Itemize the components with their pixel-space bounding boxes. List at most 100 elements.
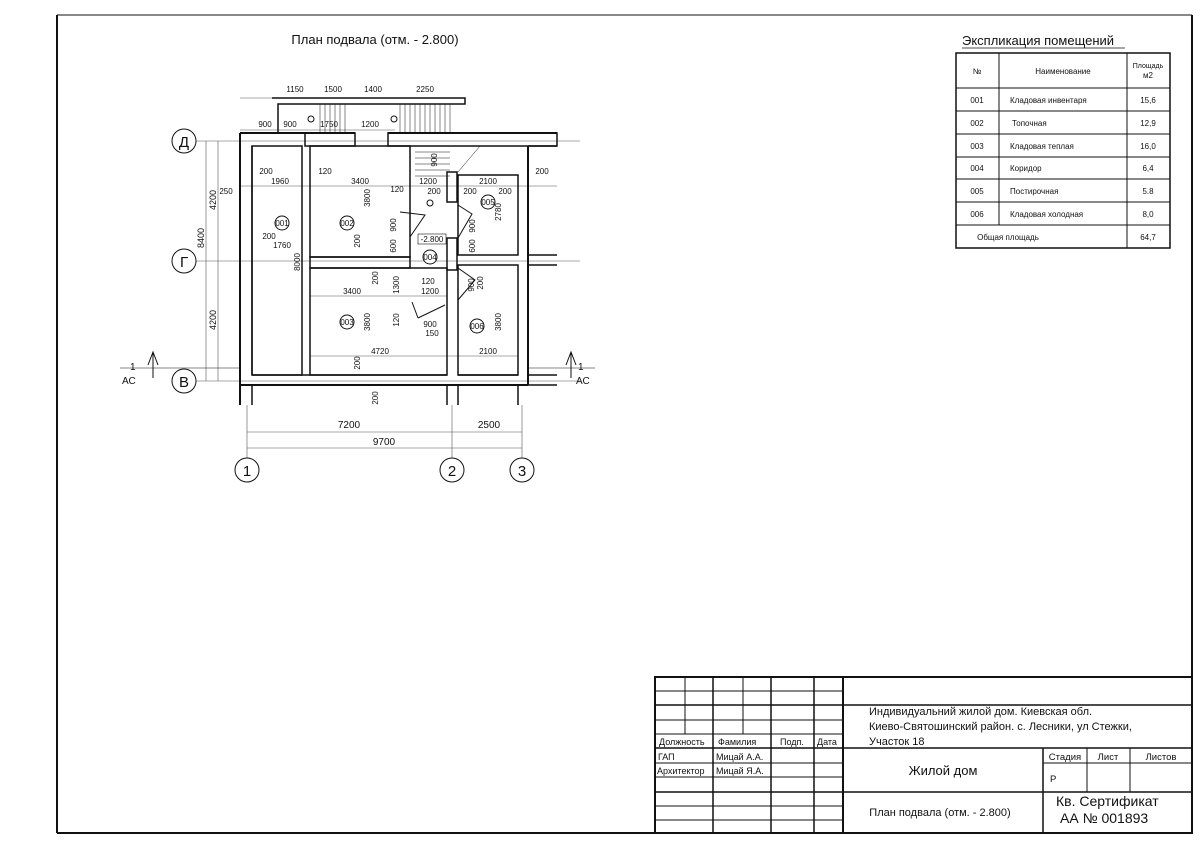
label: 15,6 (1140, 96, 1156, 105)
label: 8400 (196, 228, 206, 248)
section-mark-left: 1 АС (122, 362, 136, 387)
label: 16,0 (1140, 142, 1156, 151)
label: 900 (389, 218, 398, 232)
label: 1760 (273, 241, 291, 250)
label: 120 (392, 313, 401, 327)
drawing-stroke (457, 267, 476, 301)
label: 006 (970, 210, 984, 219)
label: 900 (468, 219, 477, 233)
drawing-stroke (171, 128, 197, 154)
drawing-stroke (399, 211, 426, 238)
label: 250 (219, 187, 233, 196)
label: 1960 (271, 177, 289, 186)
label: 200 (427, 187, 441, 196)
label: 8000 (293, 253, 302, 271)
label: 1500 (324, 85, 342, 94)
room-005-outline (457, 174, 519, 256)
label: 900 (283, 120, 297, 129)
label: 200 (353, 234, 362, 248)
label: 4200 (208, 190, 218, 210)
drawing-stroke (654, 676, 1193, 834)
table-row: 005 Постирочная 5.8 (970, 187, 1154, 196)
room-tag: 006 (469, 318, 485, 334)
drawing-stroke (171, 368, 197, 394)
label: 200 (262, 232, 276, 241)
label: 2500 (478, 420, 501, 431)
axis-marker-row: В (171, 368, 197, 394)
label: 3800 (494, 313, 503, 331)
drawing-stroke (307, 115, 315, 123)
label: 900 (467, 278, 476, 292)
room-tag: 004 (422, 249, 438, 265)
label: 3400 (343, 287, 361, 296)
label: 002 (340, 219, 354, 228)
label: 200 (371, 391, 380, 405)
label: 900 (430, 153, 439, 167)
label: Д (179, 134, 189, 151)
label: Архитектор (657, 766, 705, 776)
label: 900 (258, 120, 272, 129)
label: 2 (448, 463, 456, 480)
label: Стадия (1049, 752, 1081, 763)
axis-markers: Д Г В 1 2 3 (171, 128, 535, 483)
project-address: Индивидуальний жилой дом. Киевская обл. (869, 706, 1092, 718)
axis-marker-col: 1 (234, 457, 260, 483)
label: м2 (1143, 71, 1154, 80)
label: 1300 (392, 276, 401, 294)
label: 001 (970, 96, 984, 105)
drawing-stroke (272, 97, 466, 133)
label: 004 (970, 164, 984, 173)
label: Мицай А.А. (716, 752, 763, 762)
label: Лист (1098, 752, 1119, 763)
plan-title: План подвала (отм. - 2.800) (291, 32, 458, 47)
label: 200 (535, 167, 549, 176)
label: 600 (389, 239, 398, 253)
label: Кладовая теплая (1010, 142, 1074, 151)
drawing-stroke (411, 301, 446, 319)
drawing-stroke (457, 145, 481, 173)
room-tag: 005 (480, 194, 496, 210)
label: Участок 18 (869, 736, 924, 748)
drawing-stroke (196, 97, 580, 458)
drawing-stroke (422, 249, 438, 265)
label: Кладовая холодная (1010, 210, 1083, 219)
table-row: 002 Топочная 12,9 (970, 119, 1156, 128)
label: 2100 (479, 347, 497, 356)
dimension-labels: 1150 1500 1400 2250 900 900 1750 1200 19… (196, 85, 549, 448)
room-tags: 001 002 003 004 005 006 -2.800 (274, 194, 496, 334)
drawing-stroke (426, 199, 434, 207)
label: Общая площадь (977, 233, 1039, 242)
label: 1400 (364, 85, 382, 94)
label: Топочная (1012, 119, 1047, 128)
label: 4720 (371, 347, 389, 356)
label: Площадь (1133, 63, 1164, 70)
axis-marker-row: Г (171, 248, 197, 274)
stage-value: Р (1050, 774, 1056, 785)
label: Должность (659, 737, 705, 747)
drawing-stroke (446, 171, 458, 203)
label: 900 (423, 320, 437, 329)
label: 2100 (479, 177, 497, 186)
label: Киево-Святошинский район. с. Лесники, ул… (869, 721, 1132, 733)
drawing-stroke (239, 132, 557, 405)
label: 120 (421, 277, 435, 286)
label: 8,0 (1142, 210, 1154, 219)
label: 120 (390, 185, 404, 194)
room-tag: 002 (339, 215, 355, 231)
label: В (179, 374, 189, 391)
drawing-stroke (339, 314, 355, 330)
label: 3800 (363, 313, 372, 331)
label: 150 (425, 329, 439, 338)
label: 5.8 (1142, 187, 1154, 196)
label: 005 (970, 187, 984, 196)
label: 9700 (373, 437, 396, 448)
drawing-stroke (654, 676, 1193, 834)
label: 002 (970, 119, 984, 128)
drawing-stroke (387, 132, 558, 147)
drawing-stroke (171, 248, 197, 274)
drawing-stroke (417, 233, 447, 245)
label: Постирочная (1010, 187, 1058, 196)
label: 12,9 (1140, 119, 1156, 128)
label: 200 (371, 271, 380, 285)
